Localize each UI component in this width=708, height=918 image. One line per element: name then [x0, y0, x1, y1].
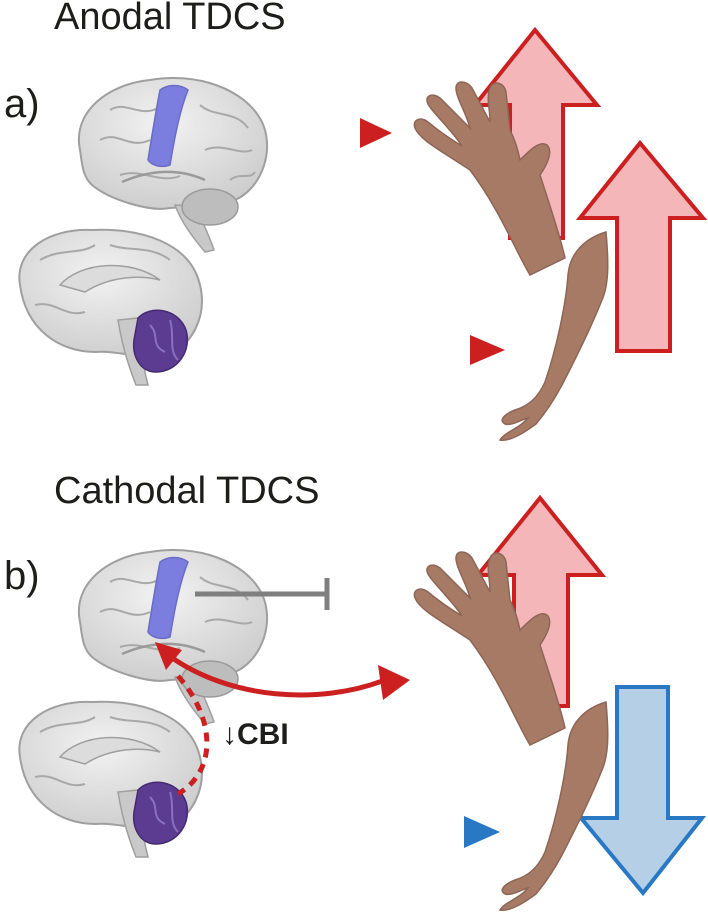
lateral-brain-a	[77, 76, 269, 253]
cbi-dashed-path	[176, 674, 210, 797]
hand-b	[413, 551, 566, 746]
motor-cortex-b	[147, 556, 189, 640]
cbi-label: ↓CBI	[222, 718, 289, 751]
lateral-brain-b	[77, 548, 269, 725]
sagittal-brain-a	[18, 228, 203, 386]
panel-a-label: a)	[4, 82, 40, 126]
down-arrow-arm-b	[576, 685, 707, 897]
panel-b-label: b)	[4, 554, 40, 598]
arm-b	[498, 701, 609, 911]
arrow-head-cerebellum-arm-b	[464, 816, 500, 848]
anodal-title: Anodal TDCS	[54, 0, 286, 38]
arrow-head-hand-b	[378, 665, 410, 700]
cerebellum-a	[132, 309, 189, 373]
hand-a	[413, 81, 566, 276]
arrow-head-cortex-hand-a	[360, 118, 392, 148]
arm-a	[498, 231, 609, 441]
motor-cortex-a	[147, 84, 189, 168]
cerebellum-b	[132, 781, 189, 845]
up-arrow-hand-b	[473, 494, 607, 708]
sagittal-brain-b	[18, 700, 203, 858]
cathodal-title: Cathodal TDCS	[54, 470, 320, 512]
arrow-head-cerebellum-arm-a	[470, 335, 505, 365]
arrow-head-cortex-left	[155, 642, 182, 670]
up-arrow-arm-a	[575, 139, 708, 353]
